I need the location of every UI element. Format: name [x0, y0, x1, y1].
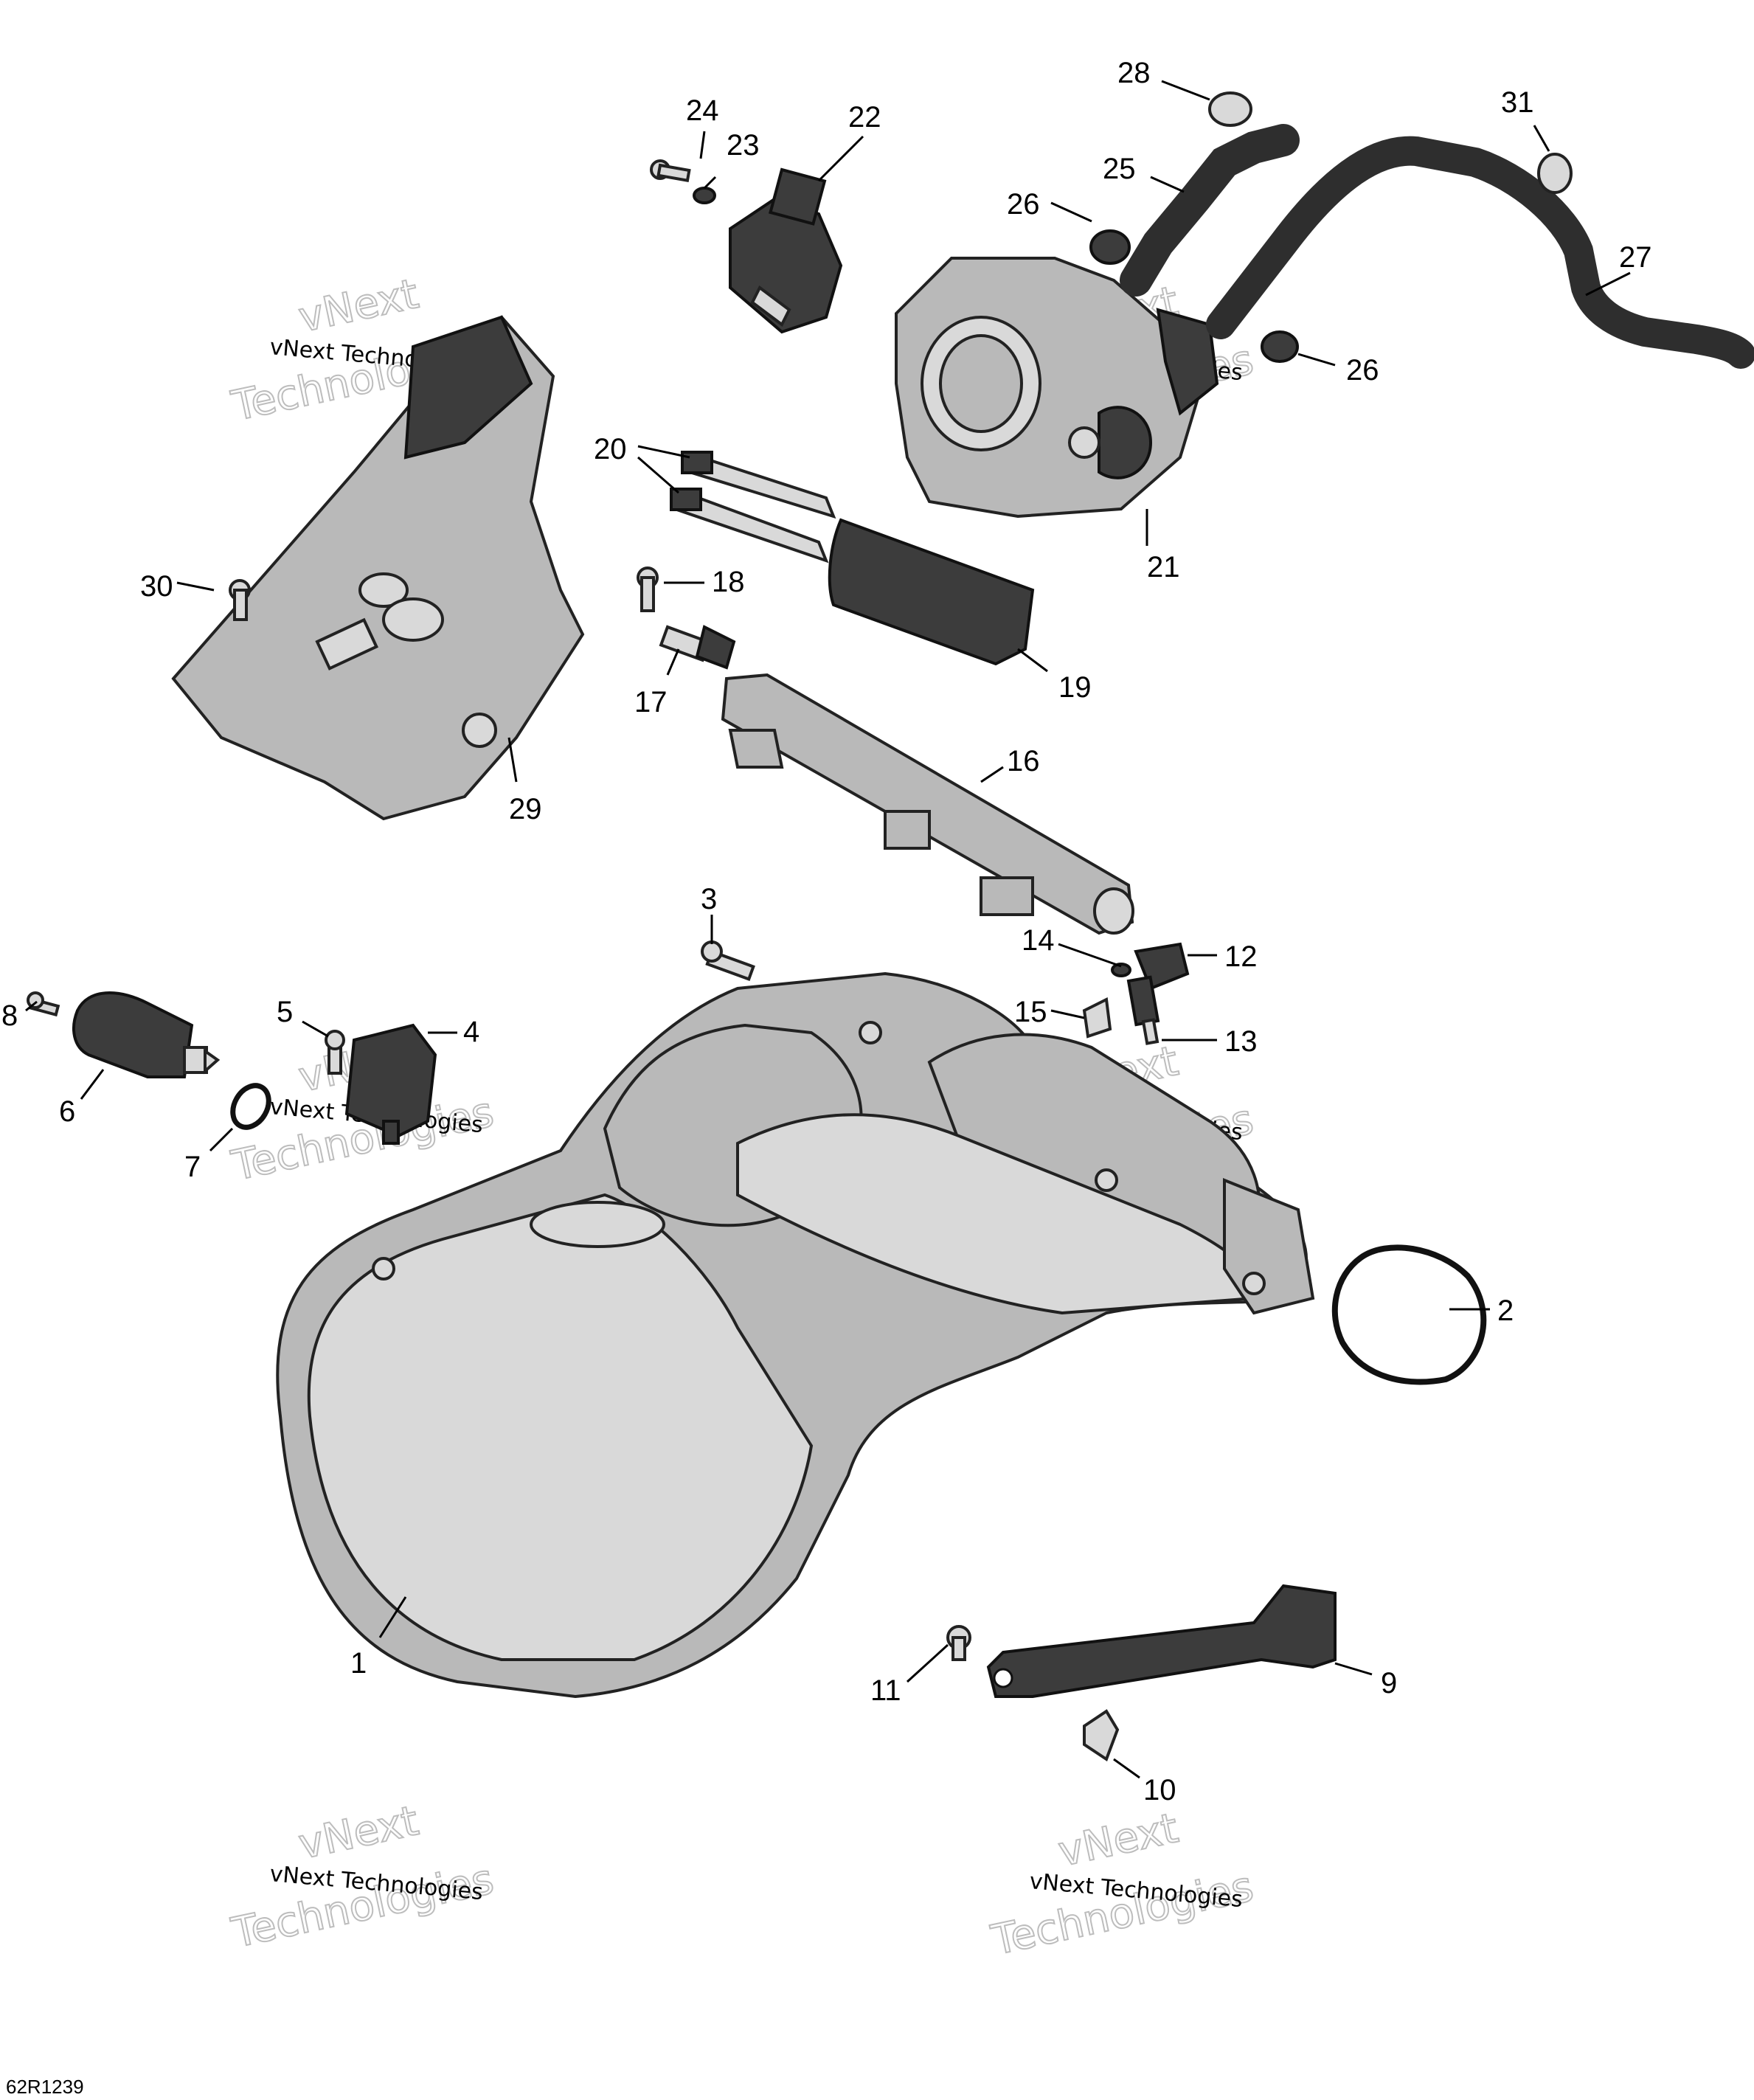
- idle-air-valve: [72, 991, 221, 1078]
- screw-30: [229, 579, 251, 621]
- screw-3: [701, 940, 755, 981]
- callout-15: 15: [1014, 996, 1047, 1028]
- callout-12: 12: [1224, 940, 1258, 973]
- callout-7: 7: [184, 1151, 201, 1183]
- cover-bracket-29: [171, 315, 585, 821]
- watermark-big-word-1: vNext: [294, 1797, 423, 1869]
- callout-27: 27: [1619, 241, 1652, 274]
- callout-10: 10: [1143, 1774, 1176, 1806]
- screw-18: [637, 566, 659, 612]
- callout-19: 19: [1058, 671, 1092, 704]
- callout-28: 28: [1117, 57, 1151, 89]
- callout-26-lower: 26: [1346, 354, 1379, 387]
- callout-13: 13: [1224, 1025, 1258, 1058]
- hose-clamp-28: [1208, 91, 1252, 127]
- callout-5: 5: [277, 996, 293, 1028]
- clip-nut-10: [1083, 1709, 1120, 1762]
- callout-31: 31: [1501, 86, 1534, 119]
- hose-clamps-20: [670, 451, 836, 564]
- callout-20: 20: [594, 433, 627, 465]
- hose-clamp-26-lower: [1261, 330, 1299, 363]
- callout-17: 17: [634, 686, 668, 718]
- callout-labels: 1 2 3 4 5 6 7 8 9 10 11 12 13 14 15 16 1…: [1, 57, 1652, 1806]
- spacer-17: [659, 625, 736, 670]
- hose-clamp-26-upper: [1089, 229, 1131, 265]
- callout-18: 18: [712, 566, 745, 598]
- hose-27: [1206, 136, 1754, 369]
- callout-1: 1: [350, 1647, 367, 1680]
- map-sensor: [344, 1023, 437, 1145]
- hose-clamp-31: [1537, 153, 1573, 194]
- callout-6: 6: [59, 1095, 75, 1128]
- throttle-position-sensor: [729, 167, 843, 334]
- fuel-rail: [721, 673, 1134, 935]
- callout-14: 14: [1022, 924, 1055, 957]
- callout-8: 8: [1, 999, 18, 1032]
- hose-25: [1120, 124, 1300, 297]
- callout-25: 25: [1103, 153, 1136, 185]
- screw-8: [27, 991, 60, 1017]
- callout-2: 2: [1497, 1295, 1514, 1327]
- watermark-bottom-left: vNext Technologies vNext Technologies: [226, 1796, 498, 1958]
- callout-29: 29: [509, 793, 542, 825]
- injector-clip-15: [1082, 997, 1112, 1039]
- o-ring-7: [230, 1083, 271, 1130]
- callout-3: 3: [701, 883, 717, 915]
- screw-5: [325, 1030, 345, 1075]
- diagram-reference-code: 62R1239: [6, 2076, 84, 2098]
- bracket-9-hole: [993, 1668, 1013, 1688]
- callout-16: 16: [1007, 745, 1040, 777]
- watermark-bottom-right: vNext Technologies vNext Technologies: [986, 1803, 1258, 1966]
- callout-4: 4: [463, 1016, 479, 1048]
- callout-26-upper: 26: [1007, 188, 1040, 221]
- watermark-big-word-1: vNext: [1054, 1804, 1182, 1877]
- screw-24: [650, 159, 691, 183]
- manifold-gasket-ring: [1331, 1244, 1487, 1385]
- fuel-injector: [1111, 942, 1190, 1045]
- callout-9: 9: [1381, 1667, 1397, 1699]
- callout-21: 21: [1147, 551, 1180, 583]
- watermark-big-word-1: vNext: [294, 270, 423, 342]
- bolt-11: [946, 1625, 971, 1661]
- leader-lines: [25, 80, 1631, 1779]
- throttle-coupling-sleeve: [828, 518, 1035, 666]
- callout-24: 24: [686, 94, 719, 127]
- callout-30: 30: [140, 570, 173, 603]
- callout-11: 11: [870, 1674, 901, 1707]
- bracket-9: [986, 1584, 1337, 1698]
- washer-23: [693, 187, 716, 204]
- callout-22: 22: [848, 101, 881, 134]
- throttle-body: [895, 257, 1219, 519]
- intake-manifold: [276, 971, 1315, 1699]
- callout-23: 23: [727, 129, 760, 162]
